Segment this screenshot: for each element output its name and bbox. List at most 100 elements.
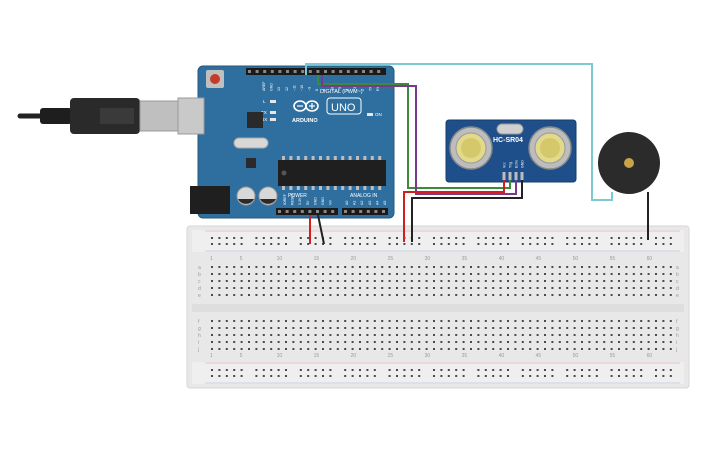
breadboard-hole[interactable] bbox=[632, 348, 635, 350]
rail-hole[interactable] bbox=[396, 243, 398, 245]
breadboard-hole[interactable] bbox=[610, 266, 613, 268]
breadboard-hole[interactable] bbox=[462, 280, 465, 282]
breadboard-hole[interactable] bbox=[573, 280, 576, 282]
breadboard-hole[interactable] bbox=[233, 341, 236, 343]
breadboard-hole[interactable] bbox=[255, 341, 258, 343]
rail-hole[interactable] bbox=[544, 237, 546, 239]
breadboard-hole[interactable] bbox=[588, 348, 591, 350]
breadboard-hole[interactable] bbox=[410, 327, 413, 329]
breadboard-hole[interactable] bbox=[558, 334, 561, 336]
breadboard-hole[interactable] bbox=[662, 294, 665, 296]
breadboard-hole[interactable] bbox=[662, 320, 665, 322]
breadboard-hole[interactable] bbox=[640, 348, 643, 350]
rail-hole[interactable] bbox=[329, 243, 332, 245]
breadboard-hole[interactable] bbox=[477, 280, 480, 282]
breadboard-hole[interactable] bbox=[603, 334, 606, 336]
breadboard-hole[interactable] bbox=[662, 327, 665, 329]
breadboard-hole[interactable] bbox=[462, 348, 465, 350]
rail-hole[interactable] bbox=[573, 237, 576, 239]
rail-hole[interactable] bbox=[344, 237, 347, 239]
rail-hole[interactable] bbox=[255, 369, 258, 371]
breadboard-hole[interactable] bbox=[211, 348, 213, 350]
rail-hole[interactable] bbox=[536, 243, 539, 245]
breadboard-hole[interactable] bbox=[536, 334, 539, 336]
rail-hole[interactable] bbox=[225, 237, 228, 239]
rail-hole[interactable] bbox=[225, 369, 228, 371]
rail-hole[interactable] bbox=[544, 375, 546, 377]
rail-hole[interactable] bbox=[588, 369, 591, 371]
breadboard-hole[interactable] bbox=[307, 273, 310, 275]
breadboard-hole[interactable] bbox=[336, 341, 339, 343]
breadboard-hole[interactable] bbox=[640, 294, 643, 296]
breadboard-hole[interactable] bbox=[285, 341, 287, 343]
rail-hole[interactable] bbox=[595, 369, 598, 371]
rail-hole[interactable] bbox=[277, 237, 280, 239]
breadboard-hole[interactable] bbox=[514, 320, 517, 322]
wire-green-echo[interactable] bbox=[317, 75, 511, 189]
breadboard-hole[interactable] bbox=[499, 320, 502, 322]
breadboard-hole[interactable] bbox=[262, 273, 265, 275]
breadboard-hole[interactable] bbox=[566, 287, 569, 289]
breadboard-hole[interactable] bbox=[270, 348, 273, 350]
breadboard-hole[interactable] bbox=[410, 266, 413, 268]
breadboard-hole[interactable] bbox=[551, 334, 554, 336]
breadboard-hole[interactable] bbox=[499, 341, 502, 343]
breadboard-hole[interactable] bbox=[529, 320, 532, 322]
breadboard-hole[interactable] bbox=[625, 266, 628, 268]
rail-hole[interactable] bbox=[366, 375, 369, 377]
breadboard-hole[interactable] bbox=[314, 327, 317, 329]
breadboard-hole[interactable] bbox=[484, 327, 487, 329]
breadboard-hole[interactable] bbox=[292, 273, 295, 275]
rail-hole[interactable] bbox=[270, 237, 273, 239]
breadboard-hole[interactable] bbox=[440, 273, 443, 275]
rail-hole[interactable] bbox=[492, 243, 495, 245]
breadboard-hole[interactable] bbox=[492, 327, 495, 329]
rail-hole[interactable] bbox=[299, 243, 302, 245]
breadboard-hole[interactable] bbox=[285, 273, 287, 275]
rail-hole[interactable] bbox=[640, 375, 643, 377]
breadboard-hole[interactable] bbox=[403, 287, 406, 289]
breadboard-hole[interactable] bbox=[366, 341, 369, 343]
breadboard-hole[interactable] bbox=[255, 273, 258, 275]
breadboard-hole[interactable] bbox=[299, 341, 302, 343]
breadboard-hole[interactable] bbox=[573, 320, 576, 322]
breadboard-hole[interactable] bbox=[618, 341, 620, 343]
breadboard-hole[interactable] bbox=[248, 273, 250, 275]
breadboard-hole[interactable] bbox=[647, 334, 650, 336]
rail-hole[interactable] bbox=[285, 237, 287, 239]
breadboard-hole[interactable] bbox=[618, 280, 620, 282]
breadboard-hole[interactable] bbox=[544, 334, 546, 336]
breadboard-hole[interactable] bbox=[329, 273, 332, 275]
breadboard-hole[interactable] bbox=[447, 294, 450, 296]
breadboard-hole[interactable] bbox=[277, 273, 280, 275]
breadboard-hole[interactable] bbox=[455, 266, 458, 268]
rail-hole[interactable] bbox=[536, 369, 539, 371]
breadboard-hole[interactable] bbox=[440, 280, 443, 282]
analog-header[interactable] bbox=[342, 208, 388, 215]
breadboard-hole[interactable] bbox=[314, 266, 317, 268]
rail-hole[interactable] bbox=[403, 369, 406, 371]
breadboard-hole[interactable] bbox=[470, 348, 472, 350]
breadboard-hole[interactable] bbox=[625, 320, 628, 322]
breadboard-hole[interactable] bbox=[573, 294, 576, 296]
rail-hole[interactable] bbox=[233, 243, 236, 245]
rail-hole[interactable] bbox=[529, 375, 532, 377]
rail-hole[interactable] bbox=[632, 237, 635, 239]
breadboard-hole[interactable] bbox=[388, 273, 391, 275]
breadboard-hole[interactable] bbox=[640, 341, 643, 343]
breadboard-hole[interactable] bbox=[344, 287, 347, 289]
breadboard-hole[interactable] bbox=[433, 294, 435, 296]
breadboard-hole[interactable] bbox=[662, 266, 665, 268]
breadboard-hole[interactable] bbox=[351, 294, 354, 296]
breadboard-hole[interactable] bbox=[344, 266, 347, 268]
breadboard-hole[interactable] bbox=[625, 294, 628, 296]
breadboard-hole[interactable] bbox=[669, 266, 672, 268]
rail-hole[interactable] bbox=[492, 369, 495, 371]
breadboard-hole[interactable] bbox=[603, 341, 606, 343]
breadboard-hole[interactable] bbox=[507, 320, 509, 322]
wire-black-sensor-gnd[interactable] bbox=[411, 180, 523, 242]
rail-hole[interactable] bbox=[544, 369, 546, 371]
breadboard-hole[interactable] bbox=[299, 327, 302, 329]
breadboard-hole[interactable] bbox=[418, 294, 421, 296]
breadboard-hole[interactable] bbox=[240, 320, 243, 322]
